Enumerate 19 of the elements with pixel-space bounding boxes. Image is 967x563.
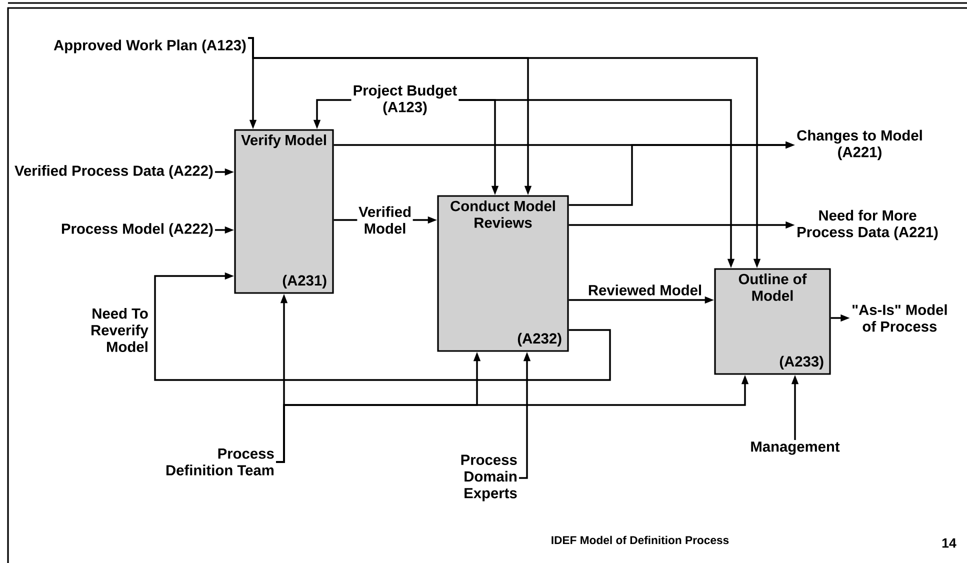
arrow-label: Process Domain Experts bbox=[461, 454, 517, 502]
arrow-label: "As-Is" Model of Process bbox=[852, 304, 947, 332]
arrow-label: Need for More Process Data (A221) bbox=[798, 210, 938, 240]
arrow-label: Management bbox=[751, 442, 840, 455]
arrow bbox=[154, 272, 611, 381]
edge-label: Need To Reverify Model bbox=[89, 306, 150, 354]
edge-label: Reviewed Model bbox=[586, 283, 704, 297]
arrow-label: Process Definition Team bbox=[166, 448, 274, 476]
activity-box: Verify Model (A231) bbox=[234, 129, 334, 294]
page-number: 14 bbox=[942, 538, 956, 548]
activity-box: Conduct Model Reviews (A232) bbox=[437, 195, 569, 352]
arrow-label: Process Model (A222) bbox=[62, 223, 213, 237]
activity-box: Outline of Model (A233) bbox=[714, 268, 831, 375]
arrow-label: Project Budget (A123) bbox=[354, 84, 457, 116]
edge-label: Verified Model bbox=[357, 204, 413, 236]
arrow-label: Verified Process Data (A222) bbox=[14, 165, 213, 179]
arrow-label: Changes to Model (A221) bbox=[797, 130, 922, 160]
arrow-label: Approved Work Plan (A123) bbox=[54, 40, 246, 54]
footer-caption: IDEF Model of Definition Process bbox=[552, 536, 729, 544]
